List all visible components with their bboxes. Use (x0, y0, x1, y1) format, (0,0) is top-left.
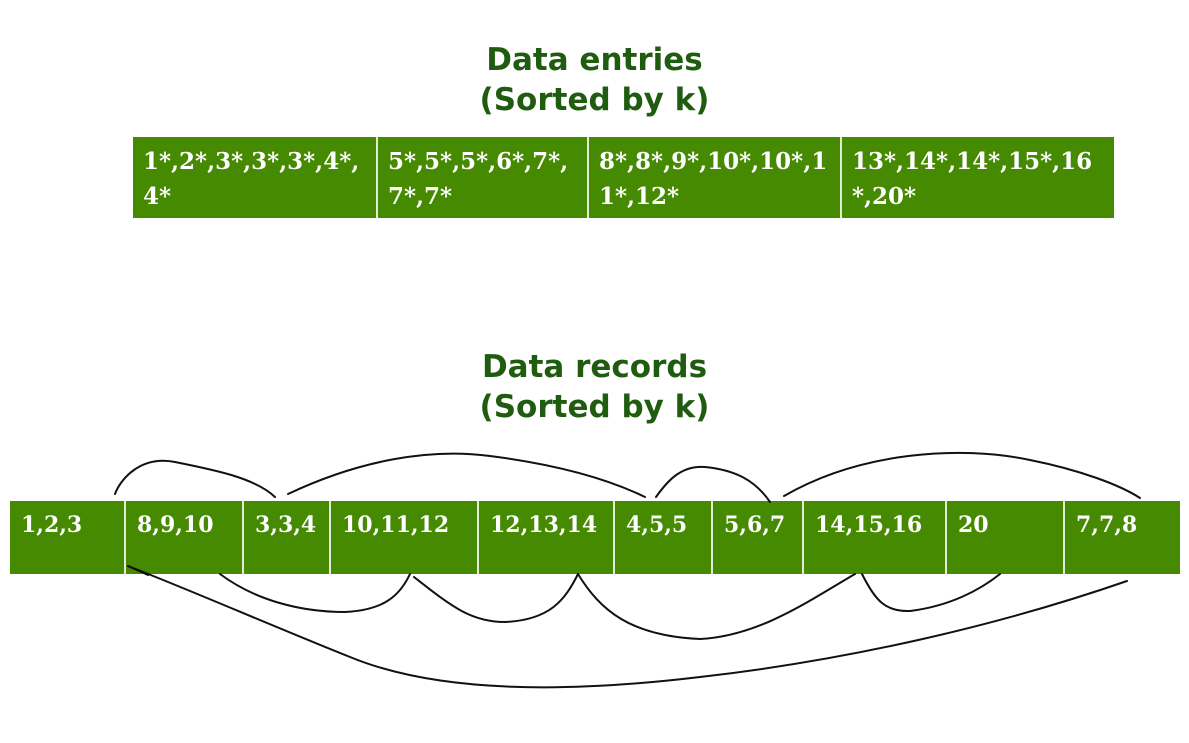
data-entries-title-line1: Data entries (486, 42, 703, 78)
data-entries-title-line2: (Sorted by k) (479, 82, 710, 118)
pointer-arc (219, 573, 411, 614)
pointer-arc (861, 573, 1001, 613)
data-entry-page: 1*,2*,3*,3*,3*,4*,4* (133, 137, 378, 218)
data-records-title-line1: Data records (481, 349, 708, 385)
data-record-page: 12,13,14 (479, 501, 615, 574)
pointer-arc (413, 573, 579, 624)
data-records-title: Data records (Sorted by k) (0, 347, 1189, 427)
pointer-arc (287, 452, 646, 498)
data-records-title-line2: (Sorted by k) (479, 389, 710, 425)
pointer-arc (577, 573, 856, 641)
data-entry-page: 13*,14*,14*,15*,16*,20* (852, 148, 1093, 210)
data-record-page: 5,6,7 (713, 501, 804, 574)
data-entry-page: 8*,8*,9*,10*,10*,11*,12* (589, 137, 842, 218)
pointer-arc (127, 565, 1128, 689)
data-record-page: 20 (947, 501, 1065, 574)
pointer-arc (655, 465, 771, 503)
data-entries-block: 1*,2*,3*,3*,3*,4*,4* 5*,5*,5*,6*,7*,7*,7… (133, 137, 1114, 218)
pointer-arc (114, 459, 276, 498)
data-record-page: 8,9,10 (126, 501, 244, 574)
data-record-page: 7,7,8 (1076, 512, 1138, 538)
data-record-page: 3,3,4 (244, 501, 331, 574)
data-record-page: 1,2,3 (10, 501, 126, 574)
data-entries-title: Data entries (Sorted by k) (0, 40, 1189, 120)
data-record-page: 14,15,16 (804, 501, 947, 574)
data-records-block: 1,2,3 8,9,10 3,3,4 10,11,12 12,13,14 4,5… (10, 501, 1180, 574)
data-record-page: 4,5,5 (615, 501, 713, 574)
data-record-page: 10,11,12 (331, 501, 479, 574)
pointer-arc (783, 451, 1141, 499)
data-entry-page: 5*,5*,5*,6*,7*,7*,7* (378, 137, 589, 218)
